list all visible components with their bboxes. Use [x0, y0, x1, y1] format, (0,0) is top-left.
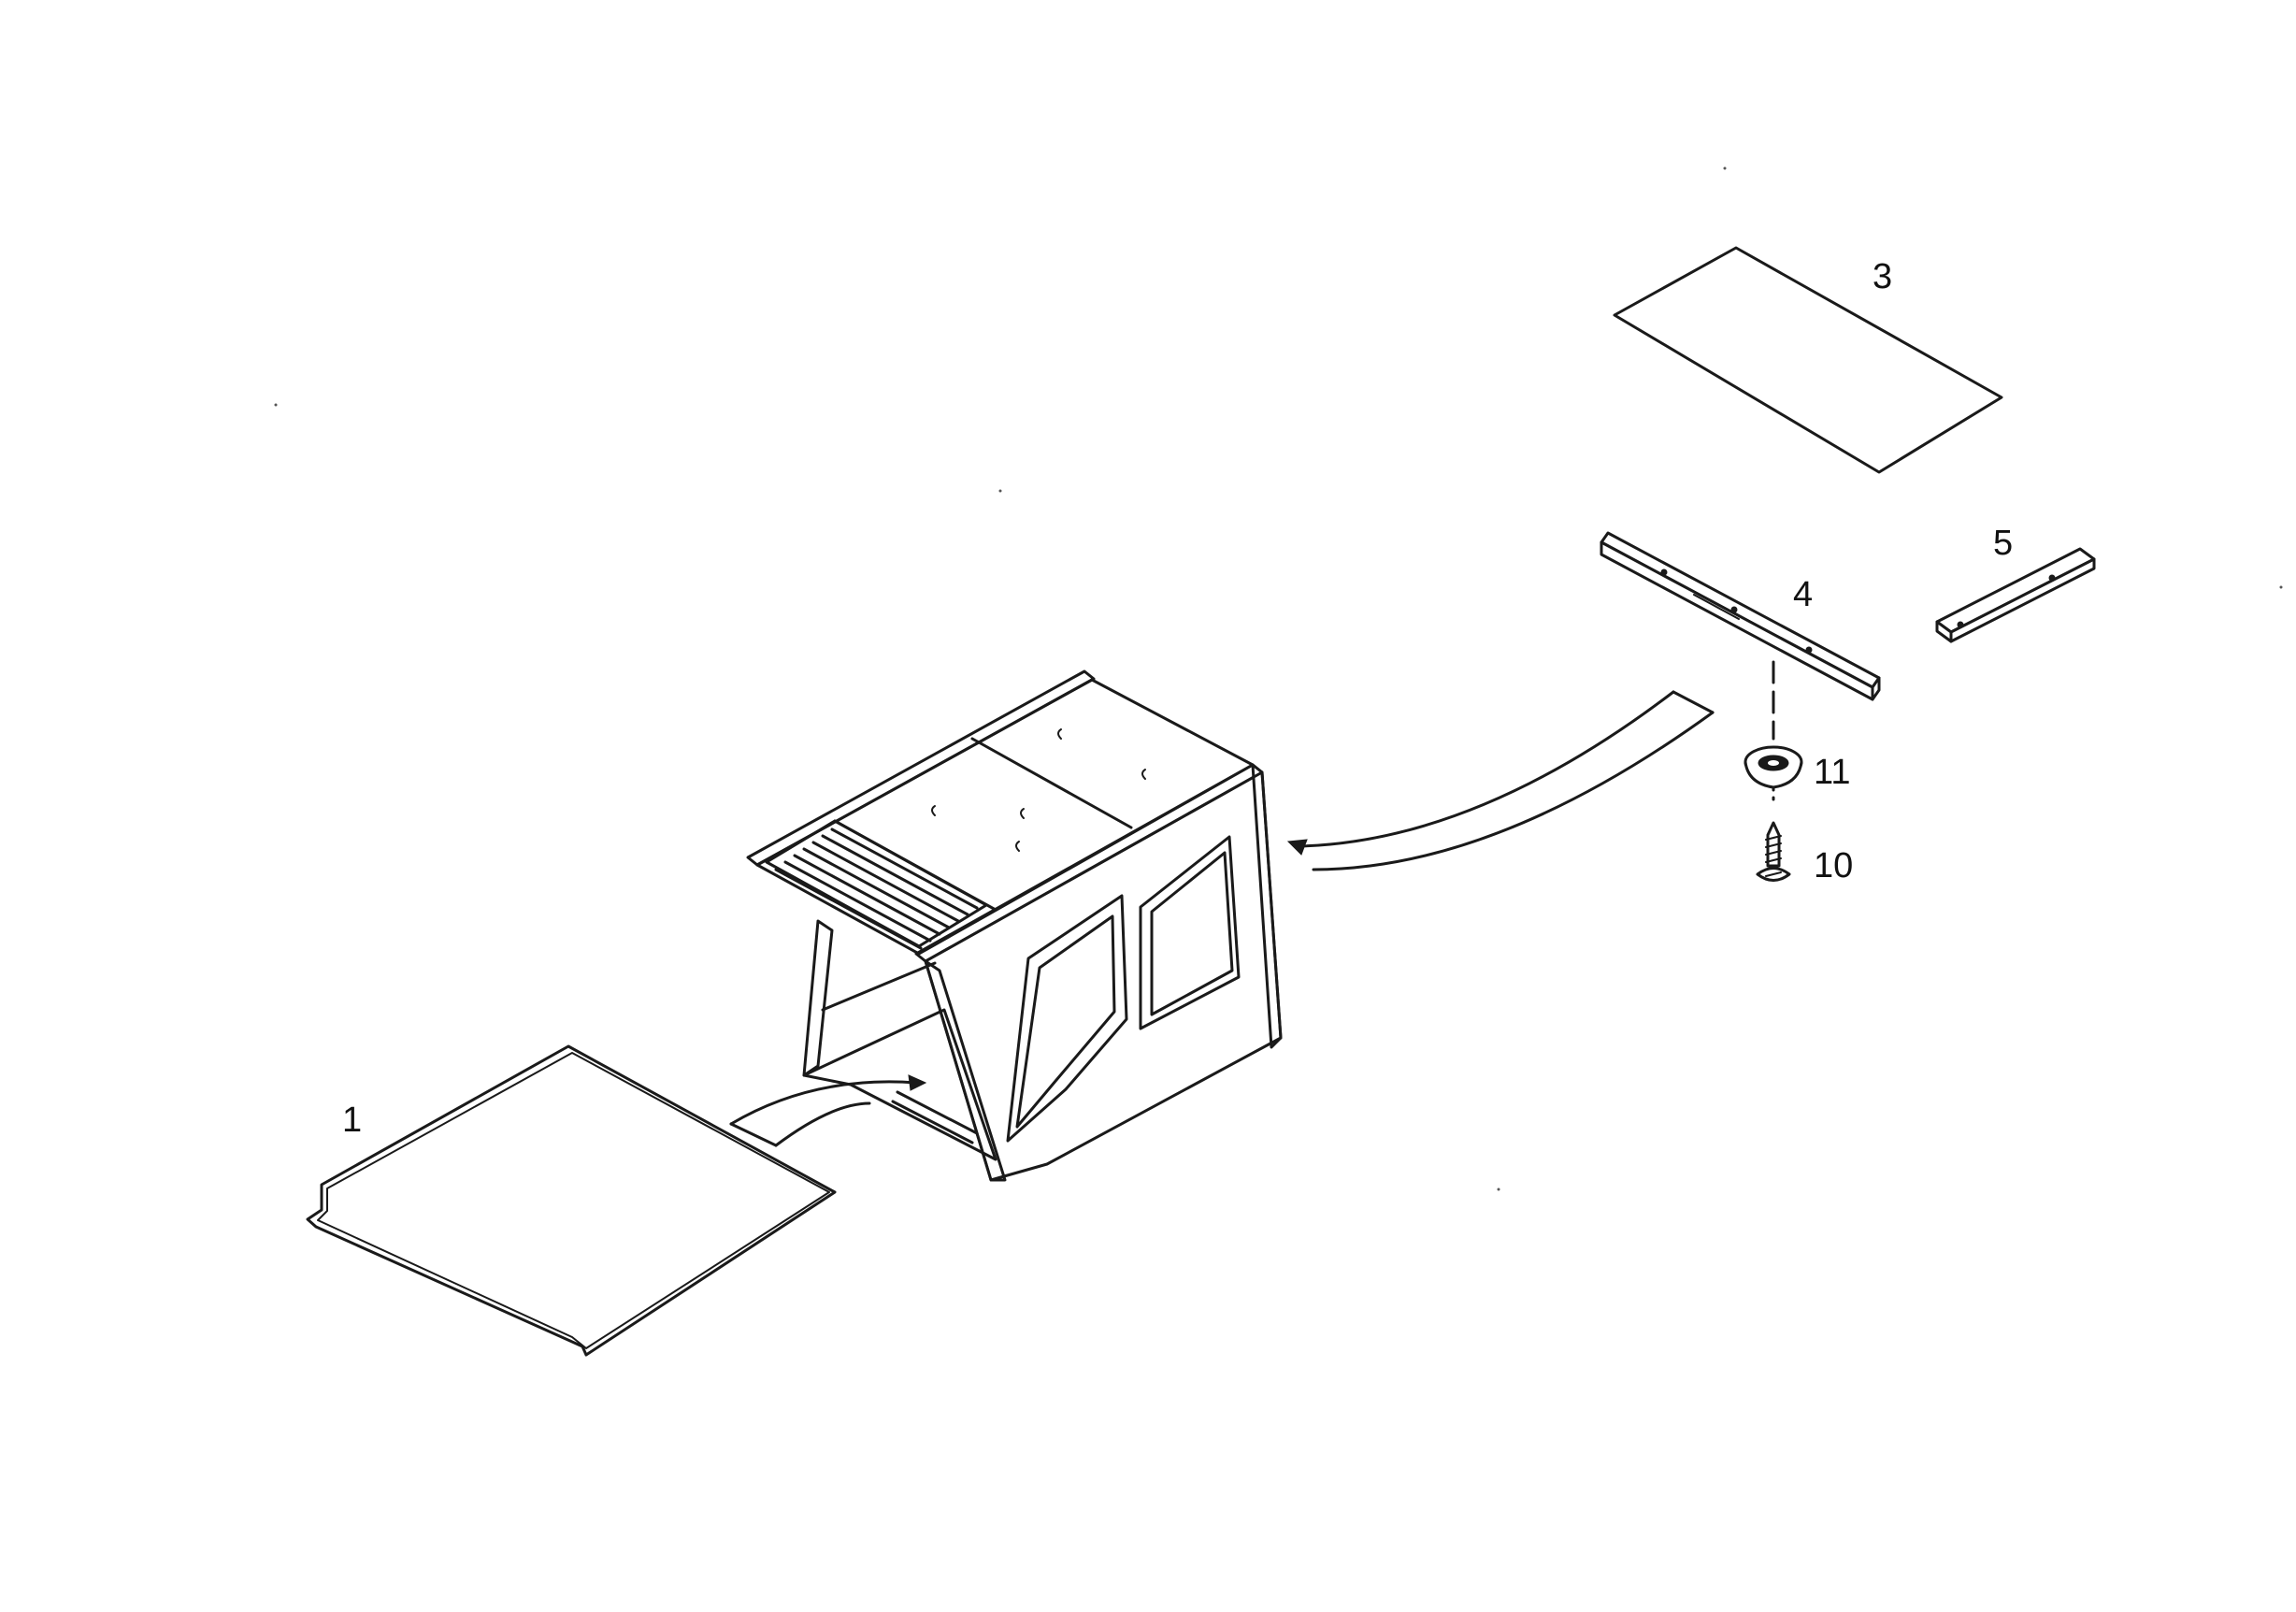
roof-arrow [1286, 690, 1715, 871]
callout-4: 4 [1793, 575, 1813, 614]
callout-labels: 1 3 4 5 10 11 [342, 257, 2013, 1140]
callout-10: 10 [1814, 846, 1853, 885]
long-trim-strip [1600, 531, 1881, 701]
scan-specks [274, 166, 2283, 1191]
callout-5: 5 [1993, 524, 2013, 563]
cab-frame [746, 669, 1283, 1182]
floor-mat [306, 1044, 837, 1357]
screw [1756, 821, 1791, 882]
callout-1: 1 [342, 1101, 362, 1140]
cup-washer [1744, 745, 1803, 789]
roof-mat [1613, 246, 2003, 474]
floor-arrow [729, 1074, 927, 1147]
roof-ribs [774, 828, 979, 950]
callout-11: 11 [1814, 753, 1850, 792]
callout-3: 3 [1873, 257, 1892, 296]
short-trim-strip [1935, 547, 2096, 643]
